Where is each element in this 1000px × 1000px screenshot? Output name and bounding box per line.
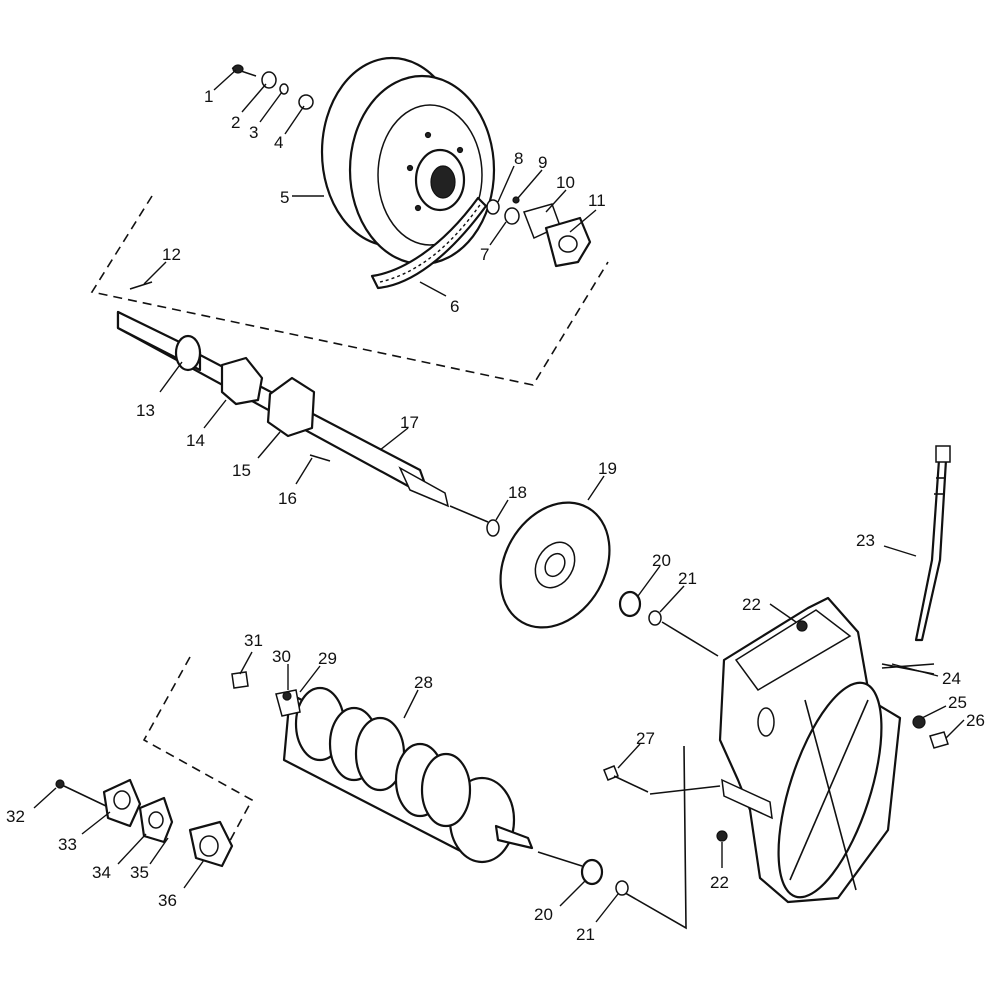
bolt-16: [309, 454, 331, 462]
nut-22-upper: [796, 620, 808, 632]
bolt-26: [929, 731, 949, 749]
bolt-30: [282, 691, 292, 701]
lockwasher-3: [279, 83, 289, 95]
callout-36: 36: [158, 891, 177, 910]
chain-6: [370, 196, 488, 290]
callout-13: 13: [136, 401, 155, 420]
callout-25: 25: [948, 693, 967, 712]
callout-24: 24: [942, 669, 961, 688]
washer-21-lower: [615, 880, 629, 896]
callout-19: 19: [598, 459, 617, 478]
brake-cable-group: [881, 445, 951, 749]
callout-17: 17: [400, 413, 419, 432]
callout-23: 23: [856, 531, 875, 550]
callout-6: 6: [450, 297, 459, 316]
nut-7: [504, 207, 520, 225]
callout-12: 12: [162, 245, 181, 264]
pulley-group: [231, 56, 592, 290]
washer-8: [486, 199, 500, 215]
seal-18: [486, 519, 500, 537]
washer-21-upper: [648, 610, 662, 626]
bolt-9: [512, 196, 520, 204]
callout-32: 32: [6, 807, 25, 826]
chaincase-group: [716, 596, 902, 904]
drive-axle-28: [275, 686, 534, 864]
assembly-outline-2: [142, 656, 254, 849]
leader-lines: [33, 69, 965, 923]
callout-20-upper: 20: [652, 551, 671, 570]
shaft-group: [116, 281, 489, 523]
bearing-20-lower: [580, 858, 604, 886]
callout-30: 30: [272, 647, 291, 666]
callout-34: 34: [92, 863, 111, 882]
callout-22-upper: 22: [742, 595, 761, 614]
cable-23: [914, 458, 948, 642]
bolt-32: [55, 779, 65, 789]
callout-10: 10: [556, 173, 575, 192]
bearing-20-upper: [618, 590, 642, 618]
bolt-27: [603, 765, 649, 793]
pin-12: [129, 281, 153, 290]
callout-21-lower: 21: [576, 925, 595, 944]
callout-11: 11: [588, 191, 606, 210]
sprocket-15: [266, 376, 316, 438]
spacer-4: [298, 94, 314, 110]
assembly-outline-1: [90, 195, 609, 386]
callout-labels: 1 2 3 4 5 6 7 8 9 10 11 12 13 14 15 16 1…: [6, 87, 985, 944]
brake-disc-19: [499, 501, 611, 629]
callout-31: 31: [244, 631, 263, 650]
callout-20-lower: 20: [534, 905, 553, 924]
bearing-13: [174, 334, 202, 372]
callout-5: 5: [280, 188, 289, 207]
callout-8: 8: [514, 149, 523, 168]
callout-26: 26: [966, 711, 985, 730]
driven-pulley-5: [320, 56, 496, 266]
flange-group: [55, 778, 234, 868]
callout-21-upper: 21: [678, 569, 697, 588]
nut-22-lower: [716, 830, 728, 842]
bolt-31: [231, 671, 249, 689]
callout-18: 18: [508, 483, 527, 502]
callout-4: 4: [274, 133, 283, 152]
chaincase-cover: [777, 681, 883, 899]
callout-27: 27: [636, 729, 655, 748]
callout-35: 35: [130, 863, 149, 882]
callout-7: 7: [480, 245, 489, 264]
callout-3: 3: [249, 123, 258, 142]
callout-9: 9: [538, 153, 547, 172]
sprocket-29: [275, 689, 301, 717]
callout-28: 28: [414, 673, 433, 692]
nut-25: [912, 715, 926, 729]
callout-33: 33: [58, 835, 77, 854]
callout-1: 1: [204, 87, 213, 106]
callout-14: 14: [186, 431, 205, 450]
callout-15: 15: [232, 461, 251, 480]
callout-29: 29: [318, 649, 337, 668]
bearing-housing-14: [220, 356, 264, 406]
callout-16: 16: [278, 489, 297, 508]
callout-2: 2: [231, 113, 240, 132]
callout-22-lower: 22: [710, 873, 729, 892]
